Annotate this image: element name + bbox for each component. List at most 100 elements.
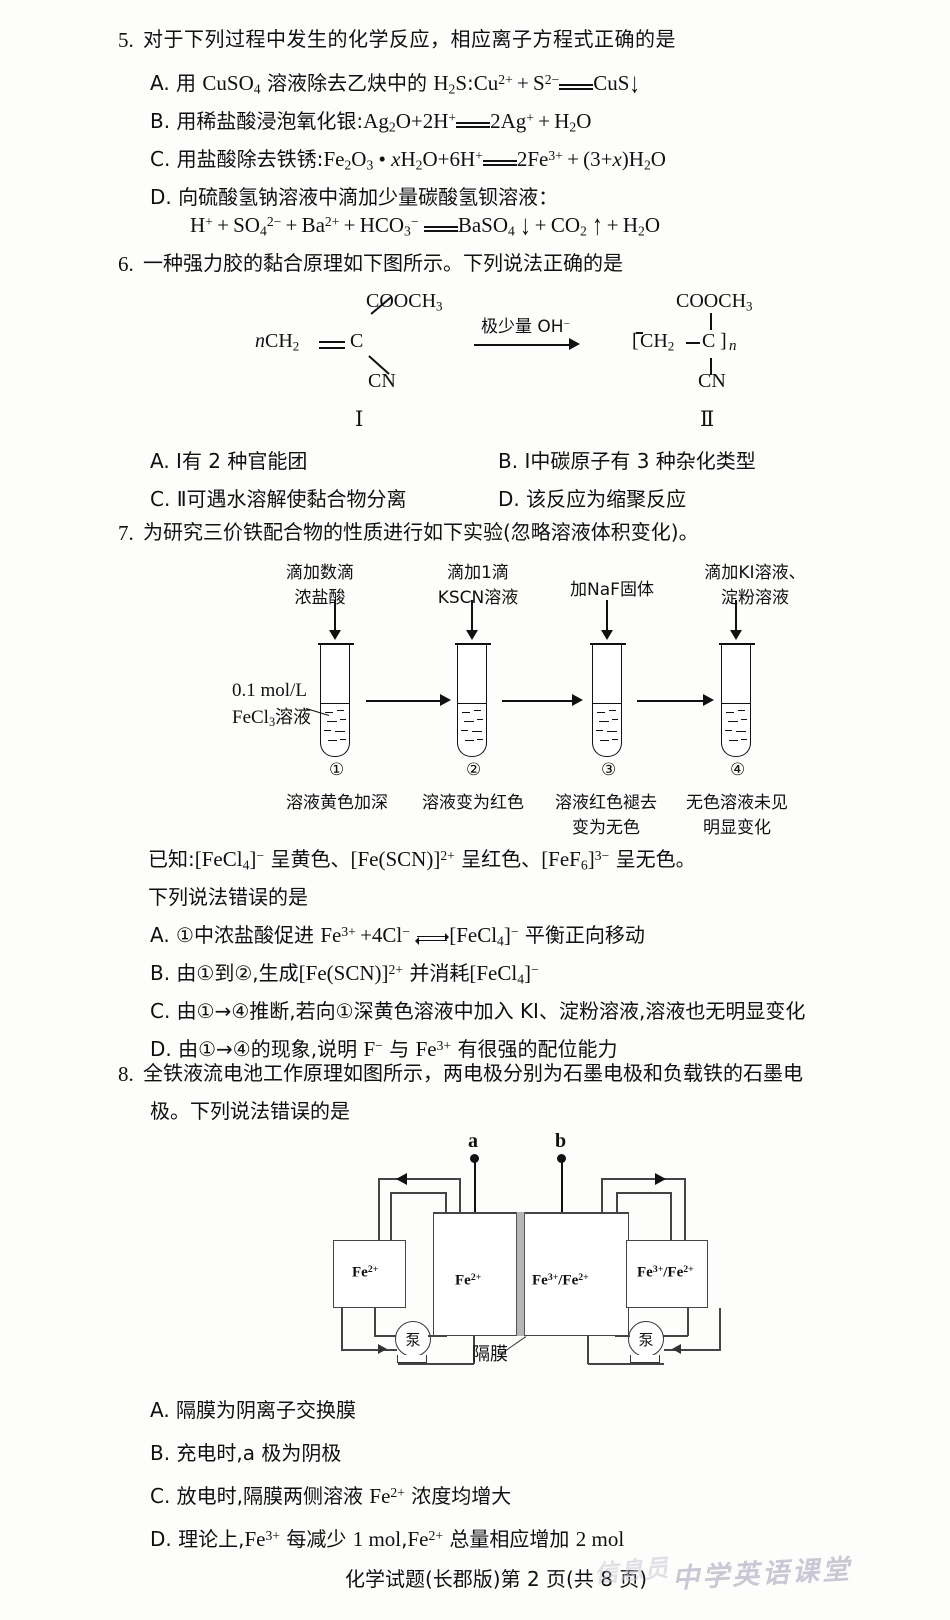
feed-arrow-head-3 [601,630,613,640]
double-bond [319,341,345,349]
question-6-stem: 一种强力胶的黏合原理如下图所示。下列说法正确的是 [143,251,623,275]
question-7-option-a: A. ①中浓盐酸促进 Fe3+ +4Cl− [FeCl4]− 平衡正向移动 [150,923,645,949]
question-7-option-b: B. 由①到②,生成[Fe(SCN)]2+ 并消耗[FeCl4]− [150,961,539,987]
tube-liquid [321,703,349,756]
cell-top-left [433,1212,477,1214]
question-8-number: 8. [118,1062,134,1086]
question-8-stem-line2: 极。下列说法错误的是 [150,1099,350,1123]
terminal-dot-b [557,1154,566,1163]
feed-arrow-line-3 [606,600,608,632]
pipe-br-1 [719,1308,721,1350]
flow-arrow-bl [378,1344,387,1354]
question-5-option-d: D. 向硫酸氢钠溶液中滴加少量碳酸氢钡溶液： [150,185,559,209]
reaction-condition: 极少量 OH− [481,317,570,337]
tank-right [626,1240,708,1308]
question-7-stem: 为研究三价铁配合物的性质进行如下实验(忽略溶液体积变化)。 [143,520,699,544]
result-caption-1: 溶液黄色加深 [286,793,388,813]
question-5-stem: 对于下列过程中发生的化学反应，相应离子方程式正确的是 [143,27,676,51]
question-5-option-c: C. 用盐酸除去铁锈:Fe2O3 • xH2O+6H+2Fe3+ + (3+x)… [150,147,666,173]
polymer-subscript-n: n [729,338,737,354]
step-arrow-head-1 [440,694,451,706]
polymer-ch2: CH2 [640,330,675,354]
pipe-right-inner-vert [670,1192,672,1240]
feed-arrow-line-2 [471,600,473,632]
cell-top-mid [477,1212,585,1214]
pipe-br-3 [687,1308,689,1336]
flow-arrow-br [672,1344,681,1354]
pipe-left-inner-vert [390,1192,392,1240]
polymer-bond-down [710,358,712,375]
test-tube-4 [719,643,755,757]
page-footer: 化学试题(长郡版)第 2 页(共 8 页) [345,1567,648,1591]
question-6-option-c: C. Ⅱ可遇水溶解使黏合物分离 [150,487,407,511]
membrane-label: 隔膜 [472,1344,508,1365]
cell-left-species: Fe2+ [455,1272,482,1289]
feed-arrow-head-1 [329,630,341,640]
tube-liquid [722,703,750,756]
question-6-option-d: D. 该反应为缩聚反应 [498,487,687,511]
question-5-number: 5. [118,28,134,52]
pipe-left-outer-down [459,1178,461,1213]
reagent-caption-1: 滴加数滴 浓盐酸 [286,563,354,608]
tube-rim [719,643,755,645]
tank-right-species: Fe3+/Fe2+ [637,1264,694,1281]
cell-body [433,1212,629,1336]
option-label-c: C. [150,147,171,171]
pipe-left-inner-down [445,1192,447,1214]
pipe-left-outer-vert [378,1178,380,1240]
tube-rim [455,643,491,645]
pipe-br-8 [587,1336,589,1364]
pipe-bl-5 [428,1335,446,1337]
solution-label-line2: FeCl3溶液 [232,707,312,730]
tube-marker-3: ③ [601,760,617,780]
monomer-ester-group: COOCH3 [366,290,443,314]
pipe-bl-3 [374,1308,376,1336]
watermark-signature: 信息员 [593,1552,671,1589]
question-8-option-d: D. 理论上,Fe3+ 每减少 1 mol,Fe2+ 总量相应增加 2 mol [150,1527,625,1551]
pump-right-base [630,1355,660,1363]
option-label-a: A. [150,71,170,95]
polymer-bracket-left: [ [632,330,639,352]
pipe-right-outer-down [601,1178,603,1213]
pipe-left-outer-horiz [378,1178,460,1180]
polymer-bond-horizontal [686,342,700,344]
question-6-option-a: A. Ⅰ有 2 种官能团 [150,449,308,473]
step-arrow-head-2 [572,694,583,706]
step-arrow-head-3 [703,694,714,706]
tank-left-species: Fe2+ [352,1264,379,1281]
pipe-bl-1 [341,1308,343,1350]
question-7-known: 已知:[FeCl4]− 呈黄色、[Fe(SCN)]2+ 呈红色、[FeF6]3−… [148,847,696,873]
tube-marker-4: ④ [730,760,746,780]
reagent-caption-2: 滴加1滴 KSCN溶液 [437,563,519,608]
pipe-left-inner-horiz [390,1192,446,1194]
solution-label-line1: 0.1 mol/L [232,680,307,701]
pipe-bl-2 [341,1349,397,1351]
feed-arrow-line-4 [735,600,737,632]
pipe-right-outer-vert [684,1178,686,1240]
monomer-nitrile-group: CN [368,370,396,392]
step-arrow-line-1 [366,700,442,702]
terminal-label-b: b [555,1130,567,1152]
pipe-br-5 [615,1335,630,1337]
pipe-right-outer-horiz [601,1178,685,1180]
terminal-dot-a [470,1154,479,1163]
option-label-b: B. [150,109,171,133]
reagent-caption-4: 滴加KI溶液、 淀粉溶液 [704,563,806,608]
test-tube-3 [590,643,626,757]
pipe-bl-7 [398,1363,474,1365]
polymer-nitrile-group: CN [698,370,726,392]
pipe-right-inner-horiz [616,1192,672,1194]
result-caption-4: 无色溶液未见 明显变化 [686,793,788,838]
test-tube-1 [318,643,354,757]
question-8-option-c: C. 放电时,隔膜两侧溶液 Fe2+ 浓度均增大 [150,1484,512,1508]
question-8-stem-line1: 全铁液流电池工作原理如图所示，两电极分别为石墨电极和负载铁的石墨电 [143,1061,803,1085]
tube-marker-1: ① [329,760,345,780]
pump-right: 泵 [628,1321,664,1357]
tube-rim [318,643,354,645]
feed-arrow-line-1 [334,600,336,632]
polymer-bracket-right: ] [720,330,727,352]
cell-right-species: Fe3+/Fe2+ [532,1272,589,1289]
feed-arrow-head-2 [466,630,478,640]
pipe-br-4 [663,1335,688,1337]
species-label-II: Ⅱ [700,407,715,431]
